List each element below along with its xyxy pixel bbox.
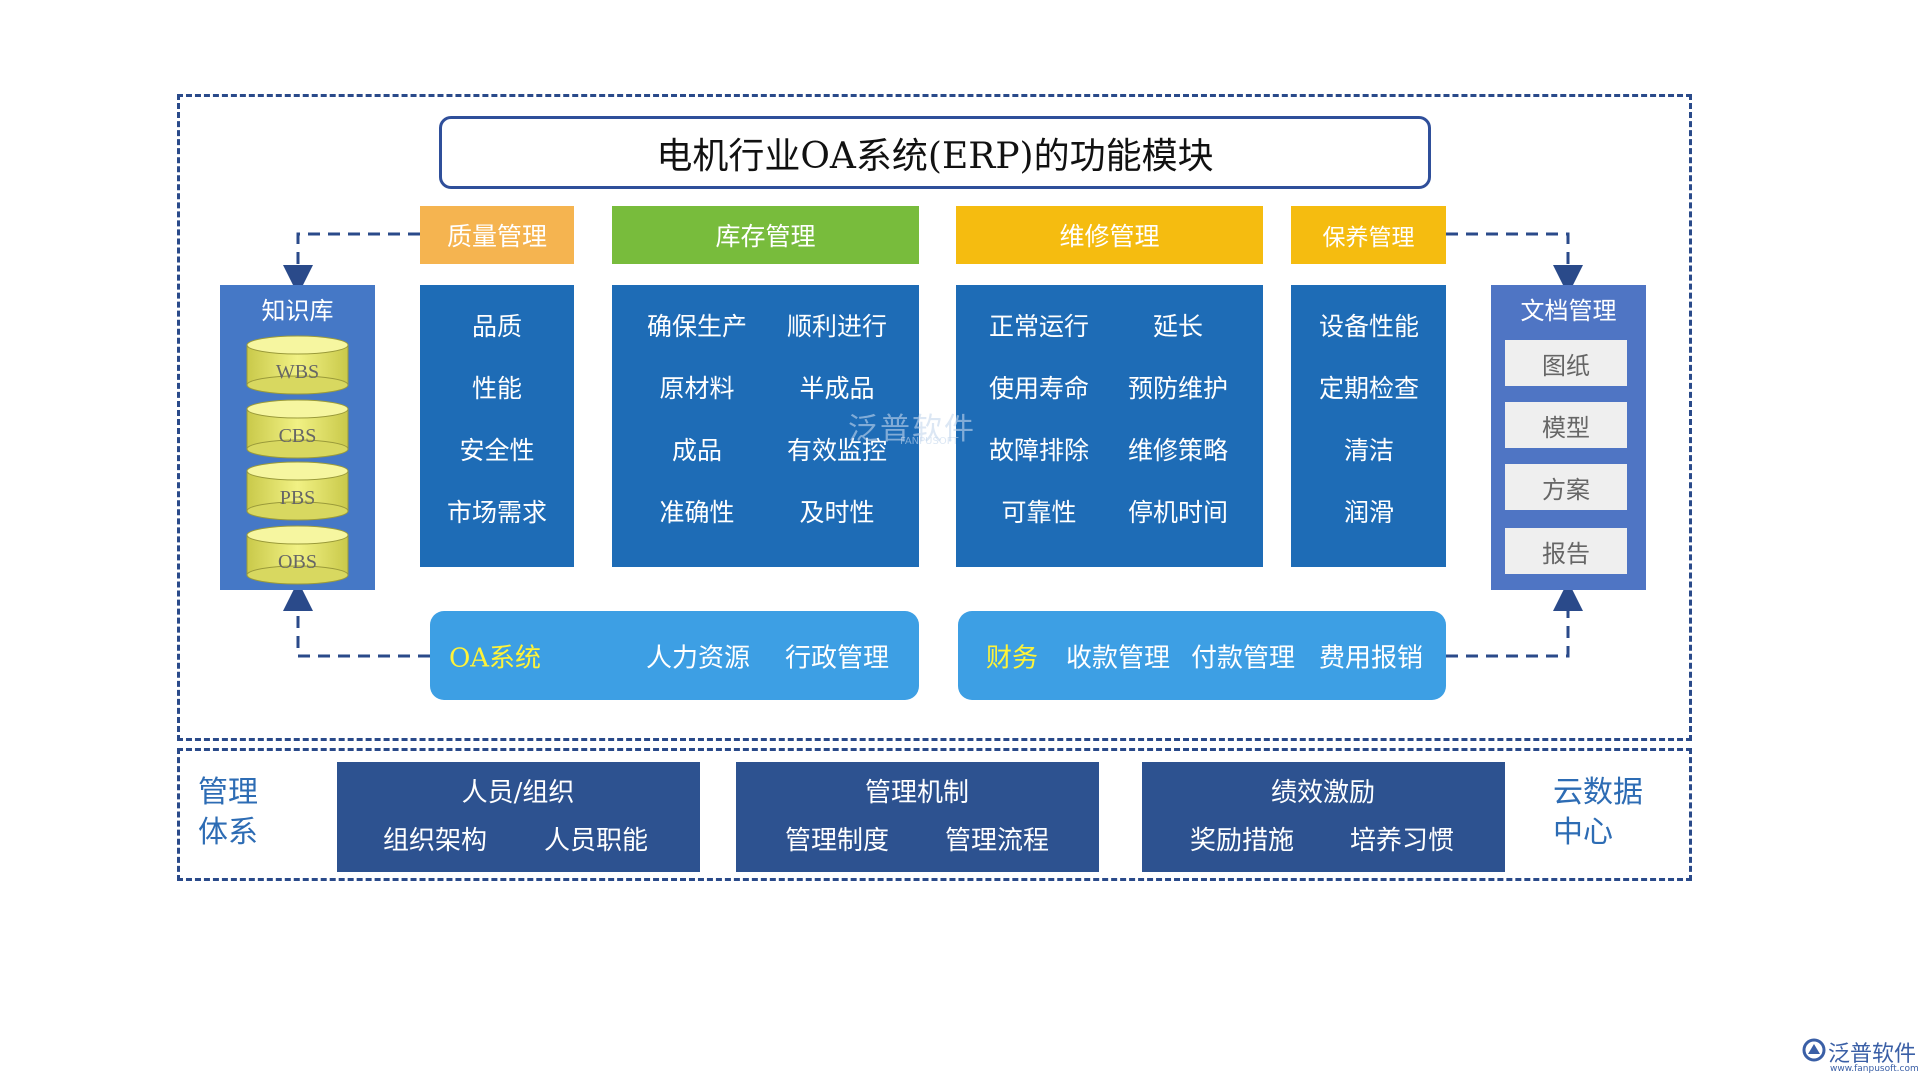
repair-item: 维修策略 <box>1127 436 1229 465</box>
inventory-panel: 确保生产 原材料 成品 准确性 顺利进行 半成品 有效监控 及时性 <box>612 285 919 567</box>
finance-item: 付款管理 <box>1190 643 1296 673</box>
repair-item: 故障排除 <box>988 436 1090 465</box>
arrow-maint-to-doc <box>1446 232 1583 295</box>
finance-label: 财务 <box>985 643 1039 673</box>
label-line: 体系 <box>198 815 258 850</box>
arrow-finance-to-doc <box>1446 581 1583 658</box>
finance-bar: 财务 收款管理 付款管理 费用报销 <box>958 611 1446 700</box>
oa-item: 人力资源 <box>645 643 751 673</box>
finance-item: 收款管理 <box>1065 643 1171 673</box>
cylinder-label: PBS <box>280 487 316 509</box>
cylinder-label: CBS <box>279 425 317 447</box>
mgmt-box-people-org: 人员/组织 组织架构 人员职能 <box>337 762 700 872</box>
quality-panel: 品质 性能 安全性 市场需求 <box>420 285 574 567</box>
logo-text: 泛普软件 <box>1828 1042 1917 1067</box>
maintenance-panel: 设备性能 定期检查 清洁 润滑 <box>1291 285 1446 567</box>
logo-url: www.fanpusoft.com <box>1830 1064 1919 1074</box>
mgmt-box-item: 管理流程 <box>944 826 1050 856</box>
oa-system-bar: OA系统 人力资源 行政管理 <box>430 611 919 700</box>
cylinder-label: OBS <box>278 551 317 573</box>
mgmt-box-item: 组织架构 <box>382 826 488 856</box>
cloud-data-center-label: 云数据 中心 <box>1553 773 1663 853</box>
mgmt-box-title: 人员/组织 <box>461 778 575 808</box>
cylinder-pbs-icon: PBS <box>246 461 349 521</box>
repair-panel: 正常运行 使用寿命 故障排除 可靠性 延长 预防维护 维修策略 停机时间 <box>956 285 1263 567</box>
logo-icon <box>1802 1038 1826 1062</box>
quality-item: 品质 <box>471 312 523 341</box>
document-management: 文档管理 图纸 模型 方案 报告 <box>1491 285 1646 590</box>
document-item-drawings: 图纸 <box>1505 340 1627 386</box>
arrow-oa-to-kb <box>283 581 430 658</box>
cylinder-wbs-icon: WBS <box>246 335 349 395</box>
label-line: 云数据 <box>1553 775 1643 810</box>
inventory-item: 半成品 <box>799 374 875 403</box>
document-item-plans: 方案 <box>1505 464 1627 510</box>
watermark: 泛普软件 <box>848 412 976 447</box>
mgmt-box-title: 绩效激励 <box>1270 778 1376 808</box>
mgmt-box-item: 奖励措施 <box>1189 826 1295 856</box>
repair-item: 延长 <box>1152 312 1204 341</box>
quality-item: 性能 <box>471 374 523 403</box>
mgmt-box-item: 培养习惯 <box>1349 826 1455 856</box>
management-system-label: 管理 体系 <box>198 773 288 853</box>
document-item-models: 模型 <box>1505 402 1627 448</box>
finance-item: 费用报销 <box>1318 643 1424 673</box>
inventory-item: 有效监控 <box>786 436 888 465</box>
mgmt-box-item: 管理制度 <box>784 826 890 856</box>
diagram-title: 电机行业OA系统(ERP)的功能模块 <box>439 116 1431 189</box>
repair-item: 正常运行 <box>988 312 1090 341</box>
inventory-item: 成品 <box>671 436 723 465</box>
mgmt-box-mechanism: 管理机制 管理制度 管理流程 <box>736 762 1099 872</box>
quality-header: 质量管理 <box>420 206 574 264</box>
repair-item: 可靠性 <box>1001 498 1077 527</box>
mgmt-box-item: 人员职能 <box>543 826 649 856</box>
inventory-item: 原材料 <box>659 374 735 403</box>
lower-dashed-frame <box>177 748 1692 881</box>
oa-item: 行政管理 <box>784 643 890 673</box>
repair-item: 使用寿命 <box>988 374 1090 403</box>
inventory-item: 准确性 <box>659 498 735 527</box>
arrow-quality-to-kb <box>283 232 420 295</box>
repair-item: 预防维护 <box>1127 374 1229 403</box>
inventory-item: 确保生产 <box>646 312 748 341</box>
cylinder-label: WBS <box>276 361 319 383</box>
repair-header: 维修管理 <box>956 206 1263 264</box>
mgmt-box-title: 管理机制 <box>864 778 970 808</box>
upper-dashed-frame <box>177 94 1692 741</box>
knowledge-base-title: 知识库 <box>261 297 334 325</box>
maintenance-item: 润滑 <box>1343 498 1395 527</box>
label-line: 管理 <box>198 775 258 810</box>
fanpu-logo: 泛普软件 www.fanpusoft.com <box>1800 1036 1920 1080</box>
mgmt-box-performance: 绩效激励 奖励措施 培养习惯 <box>1142 762 1505 872</box>
document-item-reports: 报告 <box>1505 528 1627 574</box>
maintenance-header: 保养管理 <box>1291 206 1446 264</box>
quality-item: 安全性 <box>459 436 535 465</box>
cylinder-obs-icon: OBS <box>246 525 349 585</box>
database-cylinders: WBS CBS PBS OBS <box>246 335 349 585</box>
label-line: 中心 <box>1553 815 1613 850</box>
knowledge-base: 知识库 WBS CBS PBS <box>220 285 375 590</box>
maintenance-item: 清洁 <box>1343 436 1395 465</box>
maintenance-item: 设备性能 <box>1318 312 1420 341</box>
quality-item: 市场需求 <box>446 498 548 527</box>
inventory-item: 及时性 <box>799 498 875 527</box>
watermark-sub: FANPUSOFT <box>900 436 959 447</box>
cylinder-cbs-icon: CBS <box>246 399 349 459</box>
maintenance-item: 定期检查 <box>1318 374 1420 403</box>
document-management-title: 文档管理 <box>1520 297 1617 325</box>
inventory-header: 库存管理 <box>612 206 919 264</box>
inventory-item: 顺利进行 <box>786 312 888 341</box>
repair-item: 停机时间 <box>1127 498 1229 527</box>
oa-system-label: OA系统 <box>448 643 542 673</box>
